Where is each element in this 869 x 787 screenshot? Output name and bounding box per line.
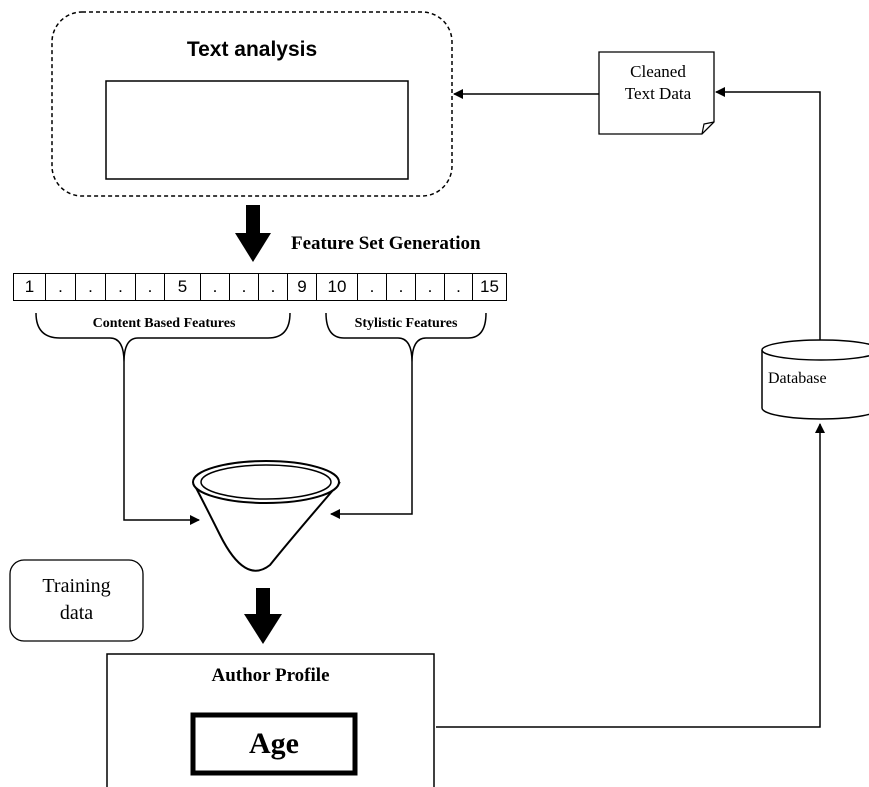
feature-vector: 1 . . . . 5 . . . 9 10 . . . . 15 [13,273,507,301]
feature-cell: . [230,274,259,300]
feature-cell: 10 [317,274,358,300]
thick-arrow-down-icon [235,205,271,262]
feature-cell: . [106,274,136,300]
author-profile-box [106,653,435,787]
feature-cell: 1 [14,274,46,300]
text-analysis-container [51,11,453,197]
feature-cell: 9 [288,274,317,300]
stylistic-features-label: Stylistic Features [354,316,458,331]
feature-cell: . [358,274,387,300]
feature-set-generation-label: Feature Set Generation [291,233,481,254]
cleaned-text-line1: Cleaned [630,62,686,81]
age-label: Age [249,727,299,760]
training-line1: Training [42,575,111,597]
arrow-database-to-document [715,87,821,343]
arrow-stylistic-to-funnel [330,362,413,519]
cleaned-text-line2: Text Data [624,84,692,103]
feature-cell: . [76,274,106,300]
feature-cell: . [201,274,230,300]
feature-cell: . [136,274,165,300]
author-profile-title: Author Profile [211,665,330,686]
feature-cell: . [387,274,416,300]
content-features-label: Content Based Features [92,316,236,331]
age-box [190,712,358,776]
feature-cell: . [416,274,445,300]
feature-cell: . [259,274,288,300]
text-analysis-title: Text analysis [186,38,318,61]
feature-cell: . [46,274,76,300]
database-icon [761,339,869,420]
cleaned-text-document-icon [598,51,715,135]
funnel-icon [192,460,341,572]
cleaned-text-label: Cleaned Text Data [604,61,712,105]
feature-cell: 15 [473,274,507,300]
arrow-content-to-funnel [123,362,200,525]
training-data-label: Training data [10,573,143,627]
feature-cell: . [445,274,473,300]
database-label: Database [768,370,827,387]
text-analysis-inner-box [105,80,409,180]
feature-cell: 5 [165,274,201,300]
arrow-profile-to-database [436,423,825,728]
thick-arrow-down-icon [244,588,282,644]
training-data-box [9,559,144,642]
training-line2: data [59,602,94,624]
